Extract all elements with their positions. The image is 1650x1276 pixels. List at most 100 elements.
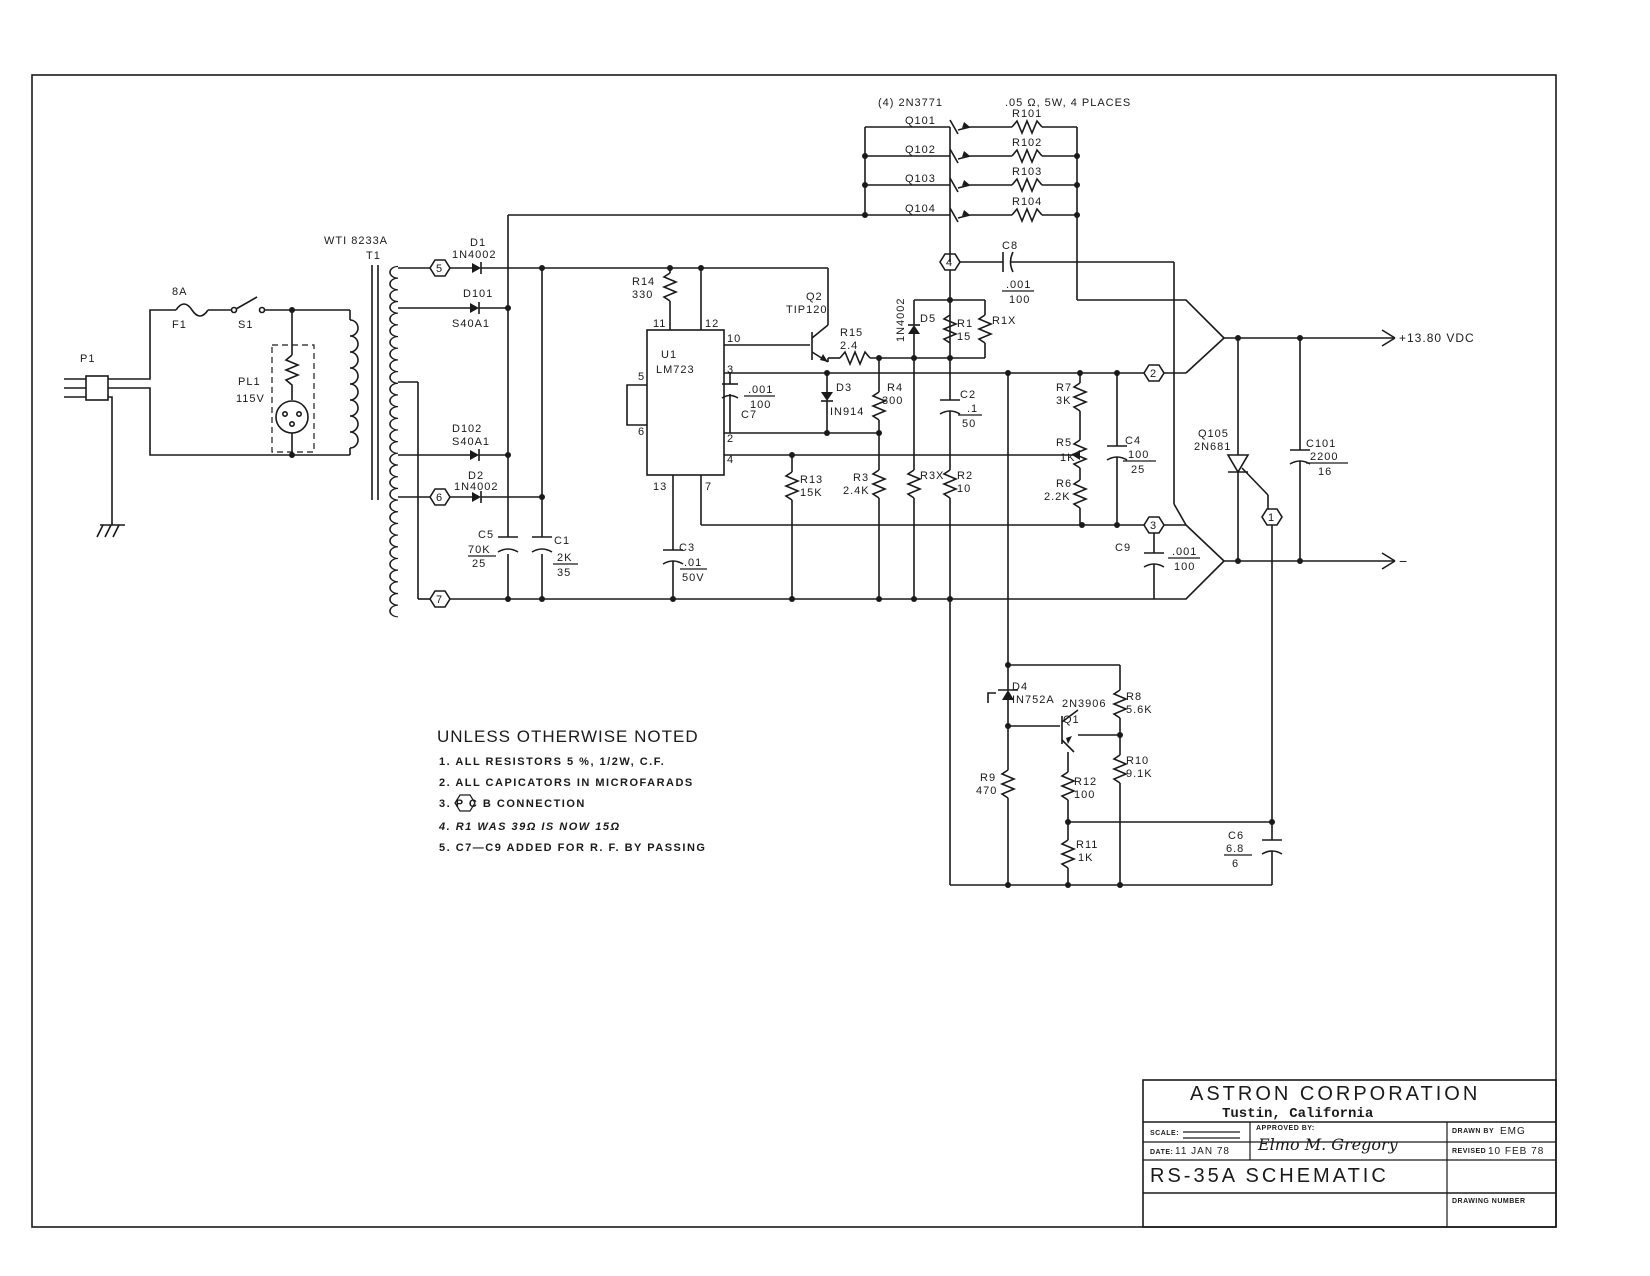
svg-text:C9: C9	[1115, 542, 1131, 554]
svg-text:.001: .001	[1172, 546, 1197, 558]
pilot-lamp-pl1	[271, 344, 315, 453]
note-3: 3. P C B CONNECTION	[439, 798, 586, 810]
svg-text:R3X: R3X	[920, 470, 944, 482]
rectifier-diodes: D1 1N4002 D101 S40A1 D102 S40A1 D2 1N400…	[450, 237, 542, 503]
svg-text:1N4002: 1N4002	[895, 297, 907, 342]
svg-text:1K: 1K	[1078, 852, 1093, 864]
resistor-r1: R1 15	[941, 314, 972, 344]
pcb-node-1: 1	[1261, 508, 1283, 526]
svg-text:.001: .001	[1006, 279, 1031, 291]
resistor-r103: R103	[1011, 166, 1043, 194]
capacitor-c2: C2 .1 50	[939, 389, 982, 470]
resistor-r4: R4 300	[870, 358, 903, 470]
svg-text:50V: 50V	[682, 572, 705, 584]
pcb-node-4: 4	[939, 253, 961, 271]
svg-text:470: 470	[976, 785, 997, 797]
svg-text:C101: C101	[1306, 438, 1336, 450]
regulator-u1: U1 LM723 11 12 10 3 5 6 2 4 13 7	[638, 318, 741, 493]
transistor-q103: Q103	[905, 173, 971, 193]
diode-d3: D3 IN914	[821, 373, 863, 433]
capacitor-c9: C9 .001 100	[1115, 533, 1200, 599]
svg-text:R12: R12	[1074, 776, 1097, 788]
svg-text:IN752A: IN752A	[1012, 694, 1055, 706]
diode-d5: D5 1N4002	[895, 297, 935, 358]
capacitor-c5: C5 70K 25	[468, 529, 519, 570]
u1-label: U1	[661, 349, 677, 361]
svg-text:100: 100	[750, 399, 771, 411]
resistor-r104: R104	[1011, 196, 1043, 224]
drawn-by-label: DRAWN BY	[1452, 1128, 1494, 1135]
svg-text:9.1K: 9.1K	[1126, 768, 1153, 780]
svg-text:1K: 1K	[1060, 452, 1075, 464]
company-name: ASTRON CORPORATION	[1190, 1083, 1480, 1105]
resistor-r12: R12 100	[1059, 752, 1097, 822]
pcb-node-7: 7	[429, 590, 451, 608]
pcb-node-3: 3	[1143, 516, 1165, 534]
svg-text:C3: C3	[679, 542, 695, 554]
diode-d102	[470, 450, 479, 460]
svg-text:15: 15	[957, 331, 971, 343]
resistor-r3: R3 2.4K	[843, 469, 888, 599]
svg-text:R3: R3	[853, 472, 869, 484]
approved-label: APPROVED BY:	[1256, 1125, 1315, 1132]
drawing-number-label: DRAWING NUMBER	[1452, 1198, 1526, 1205]
svg-text:100: 100	[1174, 561, 1195, 573]
svg-text:11: 11	[653, 318, 666, 330]
capacitor-c1: C1 2K 35	[531, 535, 578, 579]
resistor-r10: R10 9.1K	[1111, 754, 1153, 888]
capacitor-c3: C3 .01 50V	[662, 475, 707, 599]
svg-text:D3: D3	[836, 382, 852, 394]
svg-text:2.4: 2.4	[840, 340, 858, 352]
scr-q105: Q105 2N681	[1194, 338, 1269, 561]
svg-text:15K: 15K	[800, 487, 823, 499]
svg-text:Q102: Q102	[905, 144, 936, 156]
svg-text:C8: C8	[1002, 240, 1018, 252]
resistor-r102: R102	[1011, 137, 1043, 165]
pass-transistor-label: (4) 2N3771	[878, 97, 943, 109]
svg-text:C2: C2	[960, 389, 976, 401]
resistor-r9: R9 470	[976, 769, 1017, 888]
svg-text:10: 10	[957, 483, 971, 495]
transistor-q101: Q101	[905, 115, 971, 135]
pcb-node-5: 5	[429, 259, 451, 277]
diode-d1	[472, 263, 481, 273]
svg-text:2.4K: 2.4K	[843, 485, 870, 497]
p1-label: P1	[80, 353, 95, 365]
svg-text:300: 300	[882, 395, 903, 407]
pcb-node-6: 6	[429, 488, 451, 506]
svg-text:R11: R11	[1076, 839, 1098, 851]
zener-d4: D4 IN752A	[987, 665, 1055, 770]
svg-text:C4: C4	[1125, 435, 1141, 447]
svg-text:Q103: Q103	[905, 173, 936, 185]
svg-text:3K: 3K	[1056, 395, 1071, 407]
svg-text:.001: .001	[748, 384, 773, 396]
capacitor-c101: C101 2200 16	[1289, 338, 1348, 561]
svg-text:TIP120: TIP120	[786, 304, 827, 316]
svg-text:7: 7	[705, 481, 712, 493]
potentiometer-r5: R5 1K	[1056, 437, 1089, 469]
note-4: 4. R1 WAS 39Ω IS NOW 15Ω	[438, 821, 621, 833]
d102-label: D102	[452, 423, 482, 435]
svg-text:6: 6	[1232, 858, 1239, 870]
u1-value: LM723	[656, 364, 695, 376]
transistor-q104: Q104	[905, 203, 971, 223]
resistor-r8: R8 5.6K	[1111, 665, 1153, 755]
date-value: 11 JAN 78	[1175, 1146, 1230, 1157]
svg-text:R8: R8	[1126, 691, 1142, 703]
svg-text:D4: D4	[1012, 681, 1028, 693]
svg-text:C7: C7	[741, 409, 757, 421]
notes-block: UNLESS OTHERWISE NOTED 1. ALL RESISTORS …	[437, 727, 705, 854]
title-block: ASTRON CORPORATION Tustin, California SC…	[1142, 1079, 1557, 1228]
capacitor-c7: C7 .001 100	[721, 373, 775, 433]
resistor-r11: R11 1K	[1059, 822, 1098, 888]
svg-text:R102: R102	[1012, 137, 1042, 149]
svg-text:7: 7	[436, 594, 443, 606]
svg-text:2: 2	[1150, 368, 1157, 380]
svg-text:5.6K: 5.6K	[1126, 704, 1153, 716]
resistor-r2: R2 10	[941, 469, 972, 885]
svg-text:10: 10	[727, 333, 741, 345]
svg-text:3: 3	[1150, 520, 1157, 532]
svg-text:C5: C5	[478, 529, 494, 541]
diode-d2	[472, 492, 481, 502]
